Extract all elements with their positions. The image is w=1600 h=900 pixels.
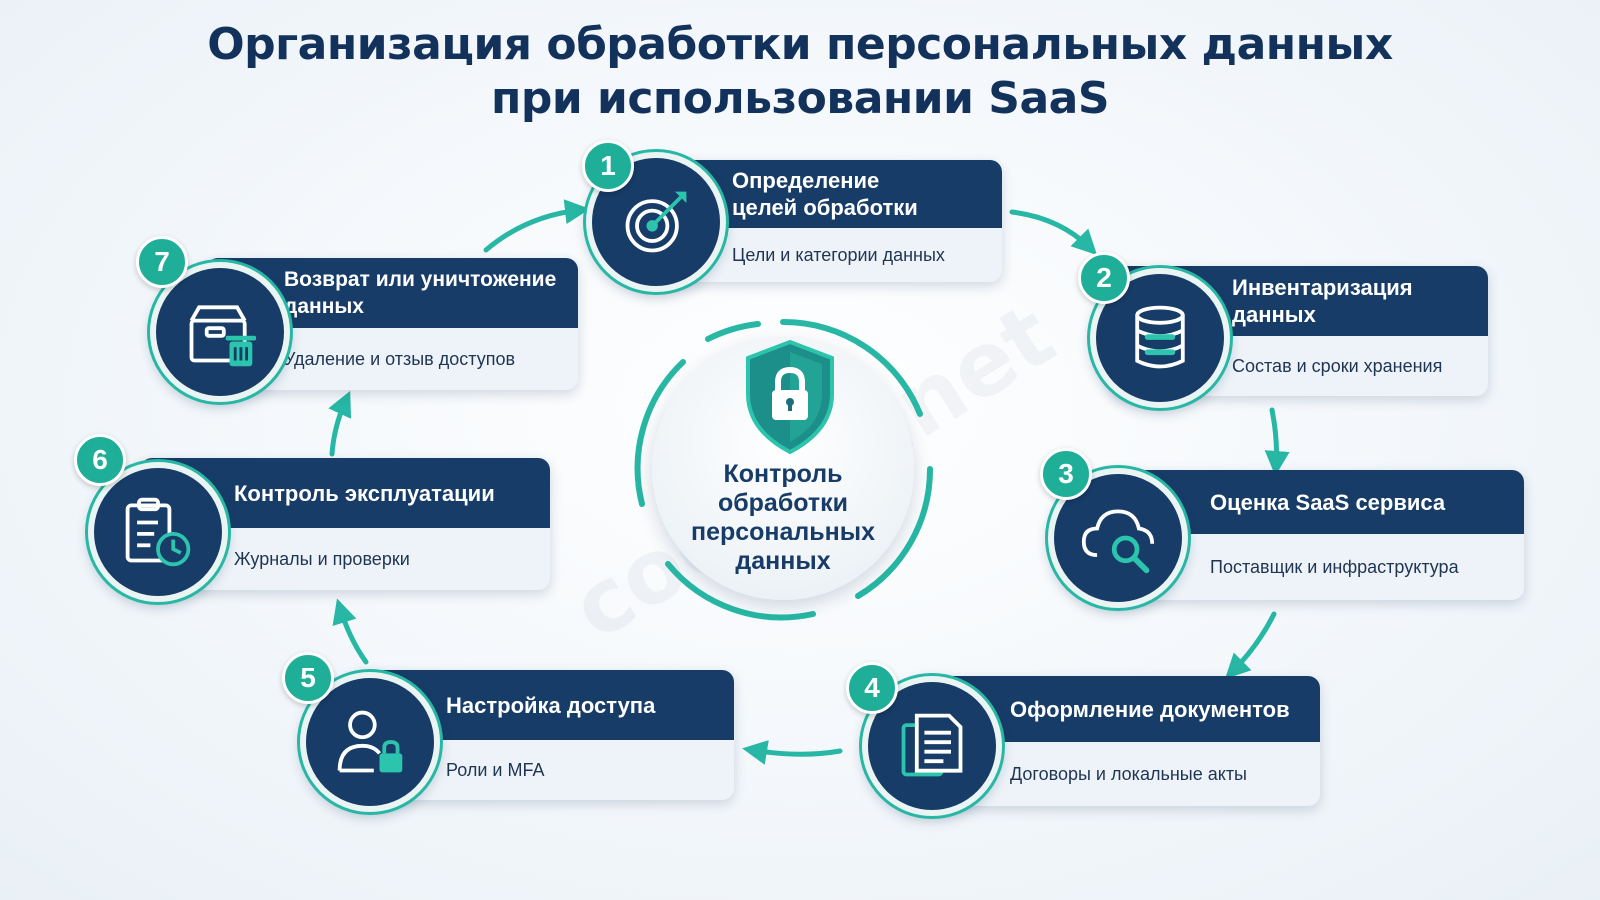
arrow-4-to-5 <box>742 740 843 765</box>
step-5-badge: 5 <box>282 652 334 704</box>
step-6-badge: 6 <box>74 434 126 486</box>
step-7-subtitle: Удаление и отзыв доступов <box>284 348 516 369</box>
arrow-3-to-4 <box>1224 611 1277 680</box>
title-line-1: Организация обработки персональных данны… <box>207 19 1393 70</box>
step-7-badge: 7 <box>136 236 188 288</box>
documents-icon <box>901 713 963 777</box>
step-6-icon-circle <box>88 462 228 602</box>
user-lock-icon <box>337 710 403 773</box>
center-label-line: данных <box>735 547 831 575</box>
step-5-subtitle: Роли и MFA <box>446 759 545 780</box>
title-line-2: при использовании SaaS <box>490 73 1110 124</box>
center-label-line: персональных <box>690 518 876 546</box>
arrow-2-to-3 <box>1264 407 1290 476</box>
arrow-1-to-2 <box>1009 209 1098 256</box>
center-ring <box>634 318 934 621</box>
shield-lock-icon <box>746 339 834 455</box>
center-label-line: обработки <box>717 489 849 517</box>
step-2-badge: 2 <box>1078 252 1130 304</box>
arrow-6-to-7 <box>328 390 352 457</box>
step-6-subtitle: Журналы и проверки <box>234 548 410 569</box>
center-label-line: Контроль <box>723 460 843 488</box>
page-title: Организация обработки персональных данны… <box>0 18 1600 126</box>
box-trash-icon <box>189 305 257 367</box>
step-3-badge: 3 <box>1040 448 1092 500</box>
step-4-subtitle: Договоры и локальные акты <box>1010 763 1247 784</box>
step-1-badge: 1 <box>582 140 634 192</box>
cloud-search-icon <box>1081 509 1155 574</box>
center-label: Контроль обработки персональных данных <box>652 460 914 576</box>
step-1-subtitle: Цели и категории данных <box>732 244 945 265</box>
step-3-subtitle: Поставщик и инфраструктура <box>1210 556 1459 577</box>
arrow-7-to-1 <box>483 199 590 253</box>
step-4-badge: 4 <box>846 662 898 714</box>
arrow-5-to-6 <box>332 598 369 665</box>
clipboard-clock-icon <box>125 497 191 567</box>
database-icon <box>1135 305 1185 369</box>
target-icon <box>625 191 687 253</box>
step-2-subtitle: Состав и сроки хранения <box>1232 355 1443 376</box>
